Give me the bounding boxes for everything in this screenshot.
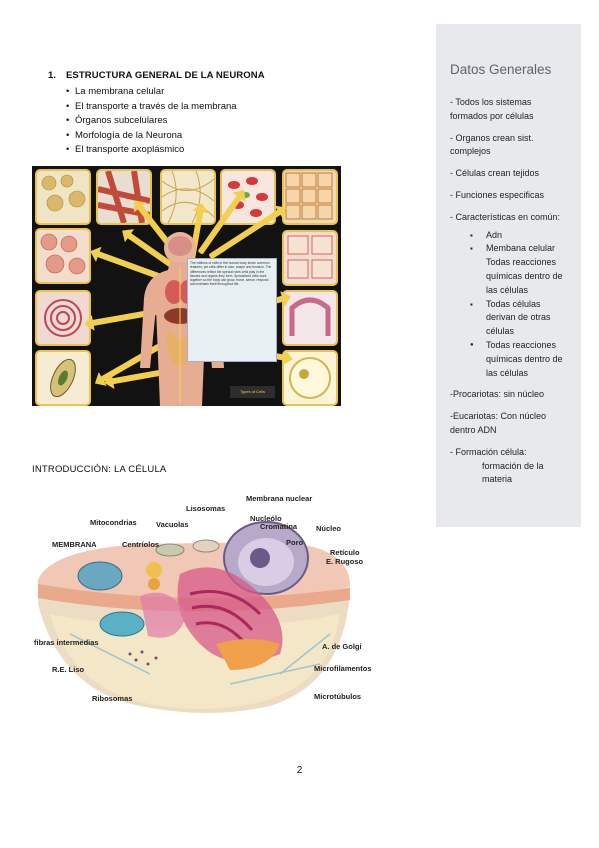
sidebar-subitem-text: Membana celular	[486, 243, 556, 254]
label-reticulo: Retículo	[330, 548, 360, 557]
topic-list: La membrana celular El transporte a trav…	[66, 85, 308, 158]
cell-tile	[282, 230, 338, 286]
cell-tile	[282, 350, 338, 406]
sidebar-panel: Datos Generales - Todos los sistemas for…	[436, 24, 581, 527]
list-item: El transporte axoplásmico	[66, 143, 308, 158]
cell-tile	[35, 290, 91, 346]
label-vacuolas: Vacuolas	[156, 520, 189, 529]
sidebar-subitem: Adn	[450, 229, 570, 243]
cell-tile	[282, 290, 338, 346]
section-neurona: 1. ESTRUCTURA GENERAL DE LA NEURONA La me…	[48, 70, 308, 158]
sidebar-subitem: Todas reacciones químicas dentro de las …	[450, 339, 570, 380]
cell-tile	[35, 350, 91, 406]
sidebar-item: - Características en común:	[450, 211, 561, 222]
cell-tile	[35, 169, 91, 225]
label-re-liso: R.E. Liso	[52, 665, 85, 674]
figure-footer-label: Types of Cells	[230, 386, 275, 398]
list-item: El transporte a través de la membrana	[66, 100, 308, 115]
section-title: 1. ESTRUCTURA GENERAL DE LA NEURONA	[48, 70, 308, 81]
cell-tile	[160, 169, 216, 225]
sidebar-item-continuation: formación de la materia	[482, 460, 544, 485]
label-membrana-nuclear: Membrana nuclear	[246, 494, 313, 503]
cell-illustration	[38, 521, 350, 713]
sidebar-title: Datos Generales	[450, 62, 552, 77]
cell-diagram: MEMBRANA Mitocondrias Centríolos Vacuola…	[30, 484, 380, 722]
sidebar-subitem: Todas células derivan de otras células	[450, 298, 570, 339]
list-item: Morfología de la Neurona	[66, 129, 308, 144]
sidebar-item: -Procariotas: sin núcleo	[450, 389, 545, 400]
label-centriolos: Centríolos	[122, 540, 160, 549]
intro-heading: INTRODUCCIÓN: LA CÉLULA	[32, 464, 167, 475]
label-nucleo: Núcleo	[316, 524, 342, 533]
label-membrana: MEMBRANA	[52, 540, 97, 549]
sidebar-item: - Células crean tejidos	[450, 168, 540, 179]
sidebar-body: - Todos los sistemas formados por célula…	[450, 96, 570, 487]
figure-caption-box: The millions of cells in the human body …	[187, 258, 277, 362]
sidebar-subitem-text: Todas reacciones químicas dentro de las …	[486, 257, 563, 295]
label-cromatina: Cromatina	[260, 522, 298, 531]
cell-types-figure: The millions of cells in the human body …	[32, 166, 341, 406]
list-item: Órganos subcelulares	[66, 114, 308, 129]
label-golgi: A. de Golgi	[322, 642, 362, 651]
page-number: 2	[296, 765, 303, 776]
label-e-rugoso: E. Rugoso	[326, 557, 364, 566]
sidebar-item: - Funciones especificas	[450, 189, 545, 200]
sidebar-item: - Todos los sistemas formados por célula…	[450, 97, 534, 121]
list-item: La membrana celular	[66, 85, 308, 100]
cell-tile	[35, 228, 91, 284]
cell-tile	[282, 169, 338, 225]
sidebar-item: -Eucariotas: Con núcleo dentro ADN	[450, 411, 547, 435]
label-nucleolo: Nucleólo	[250, 514, 282, 523]
label-microtubulos: Microtúbulos	[314, 692, 362, 701]
section-title-text: ESTRUCTURA GENERAL DE LA NEURONA	[66, 70, 265, 81]
label-fibras: fibras intermedias	[34, 638, 99, 647]
sidebar-item: - Formación célula:	[450, 446, 527, 457]
label-microfilamentos: Microfilamentos	[314, 664, 372, 673]
label-mitocondrias: Mitocondrias	[90, 518, 137, 527]
section-number: 1.	[48, 70, 57, 81]
label-lisosomas: Lisosomas	[186, 504, 226, 513]
label-ribosomas: Ribosomas	[92, 694, 133, 703]
sidebar-item: - Organos crean sist. complejos	[450, 132, 534, 157]
label-poro: Poro	[286, 538, 304, 547]
